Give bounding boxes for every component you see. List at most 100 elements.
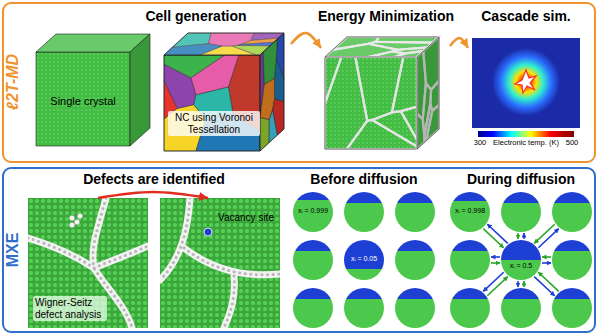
art-line [538,229,558,248]
atom-snapshot-image [160,198,280,328]
panel-title: ℓ2T-MD [4,54,22,110]
step-heading: During diffusion [467,171,575,187]
art-path [191,55,239,95]
art-rect [36,52,130,146]
art-line [542,262,551,264]
art-g [260,33,284,151]
art-path [184,248,280,275]
panel-title: MXE [4,233,22,268]
image-label: NC using Voronoi Tessellation [168,111,260,136]
image-label: Single crystal [50,95,115,108]
art-rect [325,57,417,149]
concentration-value: xᵢ = 0.05 [351,255,377,263]
step-heading: Cell generation [145,8,246,24]
concentration-circles [293,192,592,328]
art-path [224,276,234,328]
crystal-cube: Single crystal [36,33,152,147]
art-path [28,238,94,268]
axis-label: Electronic temp. (K) [493,139,559,148]
art-path [164,64,196,108]
art-line [534,277,554,296]
tick-label: 300 [474,139,487,148]
art-circle [293,288,333,328]
art-rect [417,37,439,149]
art-rect [417,37,439,149]
art-line [517,233,519,239]
art-circle [492,48,560,116]
voronoi-cube [164,33,284,151]
flow-arrow [98,192,208,198]
art-rect [164,55,260,151]
art-g [325,57,417,149]
method-panel: ℓ2T-MD Single crystal NC using Voronoi Tes… [2,2,596,163]
art-circle [69,222,74,227]
art-polygon [515,70,536,93]
art-line [483,229,503,248]
flow-arrow [291,33,321,48]
art-circle [552,192,592,232]
diffusion-arrows [483,224,559,296]
art-line [517,281,519,287]
concentration-value: xᵢ = 0.5 [510,262,532,270]
art-circle [395,288,435,328]
art-line [487,277,507,296]
art-circle [69,215,74,220]
art-rect [417,37,439,149]
image-label: Vacancy site [218,212,274,224]
atom-snapshot: Vacancy site [160,198,280,328]
art-circle [77,213,82,218]
art-rect [160,198,280,328]
atom-snapshot: Wigner-Seitz defect analysis [28,198,148,328]
art-line [542,256,551,258]
color-bar [478,131,574,137]
art-rect [130,34,150,146]
art-rect [36,52,130,146]
method-panel: MXE Wigner-Seitz defect analysis Vacancy s… [2,167,596,333]
concentration-value: xᵢ = 0.998 [455,207,485,215]
art-path [184,248,280,275]
art-line [523,233,525,239]
step-heading: Energy Minimization [318,8,454,24]
art-g [417,37,439,149]
crystal-cube: Energy Minimization [323,36,449,150]
concentration-circle: xᵢ = 0.999 [293,192,333,232]
art-circle [293,240,333,280]
art-line [538,272,558,291]
art-g [164,55,260,151]
art-line [491,256,500,258]
art-line [534,224,554,243]
art-circle [395,192,435,232]
crystal-cube: NC using Voronoi Tessellation [163,31,289,153]
art-circle [501,288,541,328]
art-rect [260,33,284,151]
flow-arrow [450,38,468,48]
art-line [523,281,525,287]
image-label: Wigner-Seitz defect analysis [33,296,107,321]
tick-label: 500 [566,139,579,148]
art-g [130,34,150,146]
art-circle [344,288,384,328]
art-g [36,52,130,146]
art-line [491,262,500,264]
art-rect [130,34,150,146]
art-rect [472,38,580,128]
art-path [224,276,234,328]
temperature-map-image [472,38,580,137]
concentration-circle: xᵢ = 0.5 [501,240,541,280]
vacancy-dot [204,228,212,236]
art-circle [450,240,490,280]
art-path [392,57,417,112]
art-circle [395,240,435,280]
art-rect [28,198,148,328]
art-circle [552,288,592,328]
art-circle [501,192,541,232]
temperature-map: Cascade sim.Electronic temp. (K) [470,36,582,156]
art-path [94,246,148,268]
art-rect [130,34,150,146]
art-line [487,224,507,243]
art-path [325,57,367,149]
art-path [28,238,94,268]
step-heading: Defects are identified [83,171,225,187]
single-crystal-cube [36,34,150,146]
